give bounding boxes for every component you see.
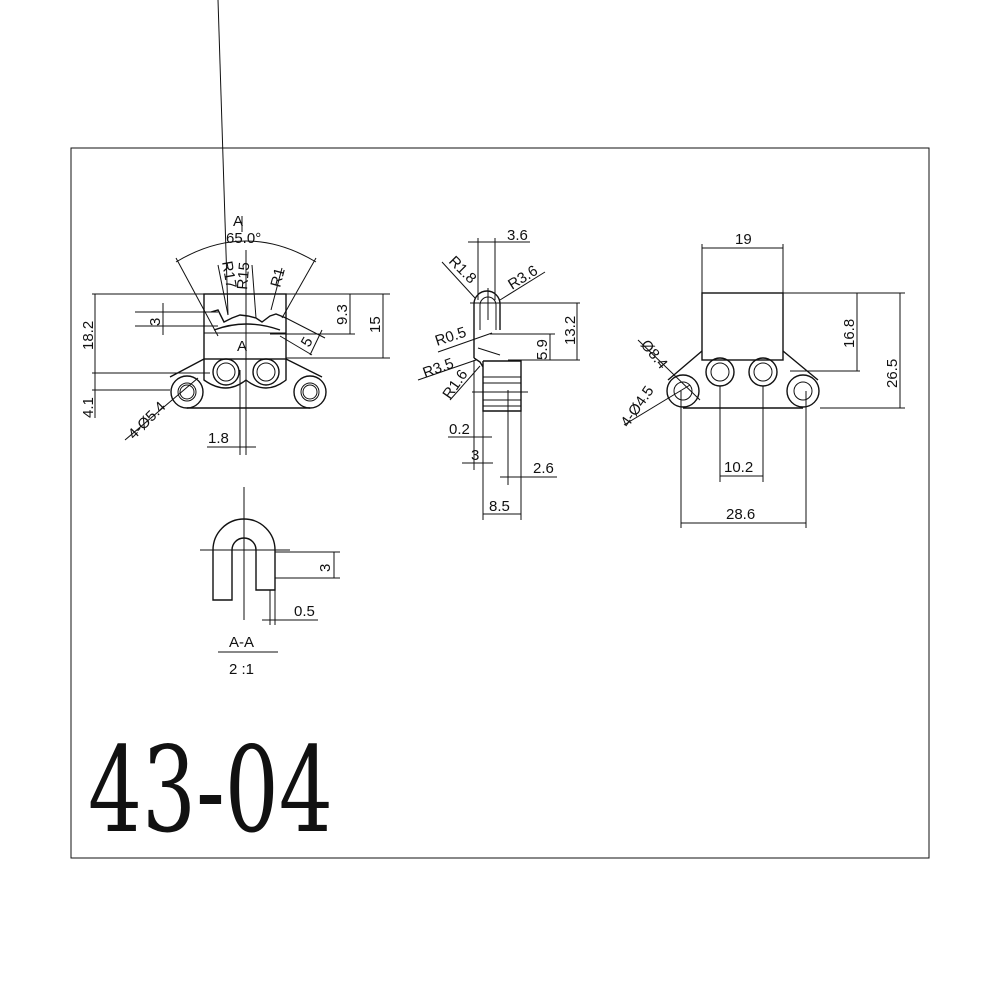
r17-label: R17 [218,260,240,290]
r15-label: R15 [234,261,253,290]
top-view: 19 16.8 26.5 Ø8.4 4-Ø4.5 10.2 28.6 [617,231,905,528]
dim-16-8: 16.8 [841,319,858,348]
dim-5-9: 5.9 [534,339,551,360]
dim-19: 19 [735,231,752,248]
dim-9-3: 9.3 [334,304,351,325]
dim-13-2: 13.2 [562,316,579,345]
r1-8-label: R1.8 [445,253,479,287]
drawing-border [70,147,930,859]
section-a-a: 3 0.5 A-A 2 :1 [200,487,340,678]
dim-3-6: 3.6 [507,227,528,244]
dim-28-6: 28.6 [726,506,755,523]
dim-1-8: 1.8 [208,430,229,447]
r1-label: R1 [267,266,288,289]
dim-3-side: 3 [471,447,479,464]
hole-callout-top: 4-Ø4.5 [617,383,657,430]
dim-2-6: 2.6 [533,460,554,477]
dim-18-2: 18.2 [80,321,97,350]
part-number-title: 43-04 [88,723,333,860]
section-mark-bottom: A [237,338,247,355]
dim-26-5: 26.5 [884,359,901,388]
r0-5-label: R0.5 [433,324,468,350]
dim-0-5: 0.5 [294,603,315,620]
dim-15: 15 [367,316,384,333]
section-mark-top: A [233,213,243,230]
r3-6-label: R3.6 [505,262,541,293]
angle-dimension: 65.0° [226,230,261,247]
front-view: A 65.0° R17 R15 R1 A 18.2 4.1 [80,0,390,455]
section-label: A-A [229,634,254,651]
dim-8-5: 8.5 [489,498,510,515]
dim-3: 3 [147,318,164,326]
dim-3-section: 3 [317,564,334,572]
dim-0-2: 0.2 [449,421,470,438]
hole-callout: 4-Ø5.4 [125,398,169,442]
dim-10-2: 10.2 [724,459,753,476]
section-scale: 2 :1 [229,661,254,678]
dim-4-1: 4.1 [80,397,97,418]
side-view: 3.6 13.2 5.9 R1.8 R3.6 R0.5 R3.5 R1.6 0.… [417,227,580,520]
